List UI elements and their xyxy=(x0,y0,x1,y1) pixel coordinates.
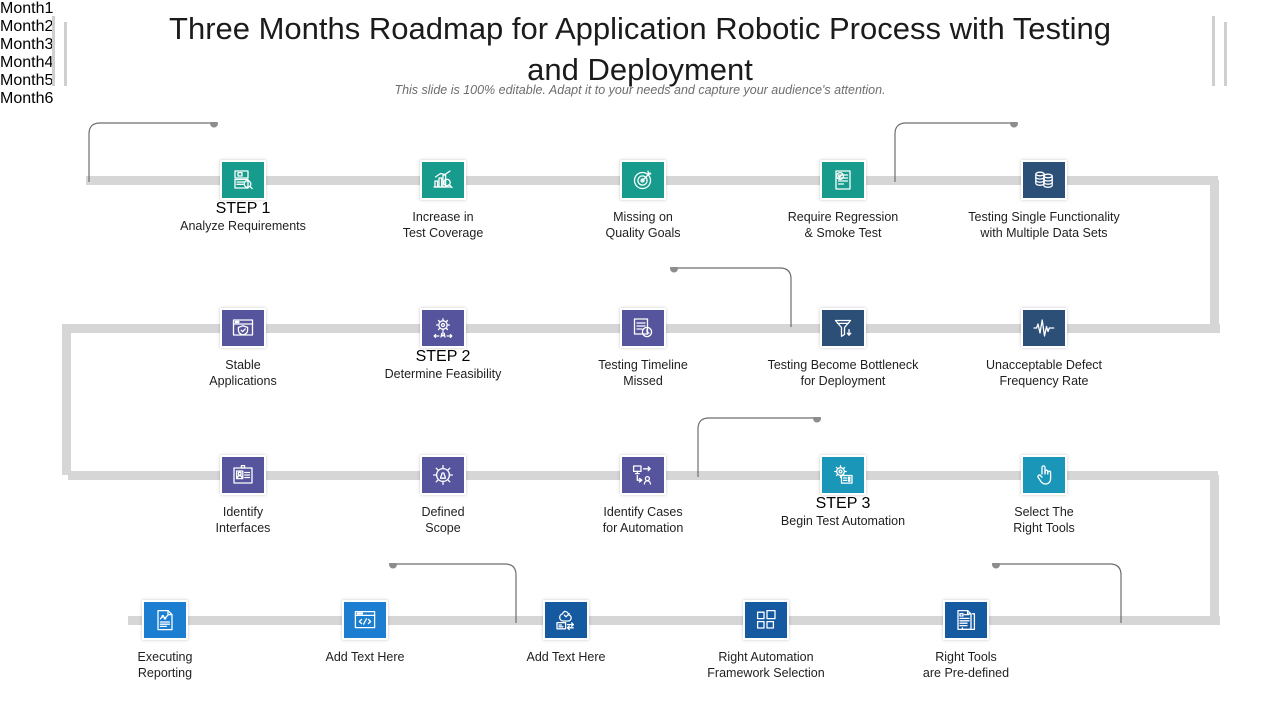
roadmap-node[interactable]: Testing Single Functionality with Multip… xyxy=(964,160,1124,241)
document-search-icon xyxy=(220,160,266,200)
roadmap-node[interactable]: STEP 1 Analyze Requirements xyxy=(163,160,323,234)
gear-people-icon xyxy=(420,308,466,348)
node-label: Begin Test Automation xyxy=(780,514,906,528)
timeline-clock-icon xyxy=(620,308,666,348)
roadmap-node[interactable]: Identify Cases for Automation xyxy=(563,455,723,536)
node-label: Defined Scope xyxy=(421,505,465,535)
node-label: Select The Right Tools xyxy=(1013,505,1075,535)
decor-bar-left-1 xyxy=(52,16,55,86)
roadmap-node[interactable]: Right Tools are Pre-defined xyxy=(886,600,1046,681)
decor-bar-right-2 xyxy=(1224,22,1227,86)
grid-blocks-icon xyxy=(743,600,789,640)
node-label: Executing Reporting xyxy=(137,650,193,680)
month-3[interactable] xyxy=(668,267,792,327)
browser-shield-icon xyxy=(220,308,266,348)
browser-code-icon xyxy=(342,600,388,640)
header: Three Months Roadmap for Application Rob… xyxy=(0,0,1280,104)
node-step-label: STEP 2 xyxy=(415,348,471,365)
roadmap-node[interactable]: STEP 3 Begin Test Automation xyxy=(763,455,923,529)
month-word: Month xyxy=(0,54,45,71)
bar-chart-magnifier-icon xyxy=(420,160,466,200)
decor-bar-right-1 xyxy=(1212,16,1215,86)
node-label: Increase in Test Coverage xyxy=(402,210,484,240)
month-1-text: Month1 xyxy=(0,0,1280,18)
waveform-icon xyxy=(1021,308,1067,348)
node-label: Analyze Requirements xyxy=(180,219,306,233)
target-icon xyxy=(620,160,666,200)
id-badge-icon xyxy=(220,455,266,495)
roadmap-node[interactable]: Right Automation Framework Selection xyxy=(686,600,846,681)
node-label: Missing on Quality Goals xyxy=(605,210,681,240)
node-label: Require Regression & Smoke Test xyxy=(787,210,899,240)
roadmap-node[interactable]: Identify Interfaces xyxy=(163,455,323,536)
month-word: Month xyxy=(0,18,45,35)
report-chart-icon xyxy=(142,600,188,640)
hand-pointer-icon xyxy=(1021,455,1067,495)
month-word: Month xyxy=(0,72,45,89)
page-subtitle: This slide is 100% editable. Adapt it to… xyxy=(394,83,886,97)
funnel-bottleneck-icon xyxy=(820,308,866,348)
month-3-text: Month3 xyxy=(0,36,1280,54)
crosshair-scope-icon xyxy=(420,455,466,495)
roadmap-node[interactable]: Increase in Test Coverage xyxy=(363,160,523,241)
track-connector-right-2 xyxy=(1210,475,1219,620)
month-number: 2 xyxy=(44,18,54,35)
test-document-icon xyxy=(820,160,866,200)
node-label: Right Automation Framework Selection xyxy=(707,650,825,680)
roadmap-node[interactable]: Testing Timeline Missed xyxy=(563,308,723,389)
node-label: Testing Single Functionality with Multip… xyxy=(968,210,1120,240)
node-label: Add Text Here xyxy=(526,650,606,664)
month-4-text: Month4 xyxy=(0,54,1280,72)
roadmap-node[interactable]: Defined Scope xyxy=(363,455,523,536)
month-number: 3 xyxy=(44,36,54,53)
roadmap-node[interactable]: Testing Become Bottleneck for Deployment xyxy=(763,308,923,389)
node-step-label: STEP 1 xyxy=(215,200,271,217)
roadmap-node[interactable]: Add Text Here xyxy=(486,600,646,665)
node-label: Add Text Here xyxy=(325,650,405,664)
node-label: Stable Applications xyxy=(209,358,277,388)
month-2-text: Month2 xyxy=(0,18,1280,36)
node-label: Testing Become Bottleneck for Deployment xyxy=(767,358,919,388)
page-title: Three Months Roadmap for Application Rob… xyxy=(169,11,1111,87)
workflow-user-icon xyxy=(620,455,666,495)
node-label: Identify Cases for Automation xyxy=(602,505,684,535)
roadmap-node[interactable]: Stable Applications xyxy=(163,308,323,389)
month-number: 4 xyxy=(44,54,54,71)
month-5-text: Month5 xyxy=(0,72,1280,90)
node-label: Right Tools are Pre-defined xyxy=(922,650,1010,680)
track-row-4 xyxy=(128,616,1220,625)
month-6-text: Month6 xyxy=(0,90,1280,108)
node-label: Identify Interfaces xyxy=(215,505,271,535)
roadmap-node[interactable]: Require Regression & Smoke Test xyxy=(763,160,923,241)
month-number: 1 xyxy=(44,0,54,17)
node-step-label: STEP 3 xyxy=(815,495,871,512)
node-label: Unacceptable Defect Frequency Rate xyxy=(985,358,1103,388)
month-2[interactable] xyxy=(894,122,1020,182)
month-word: Month xyxy=(0,0,45,17)
month-6[interactable] xyxy=(387,563,517,623)
roadmap-content: STEP 1 Analyze Requirements Increase in Te… xyxy=(0,0,1280,680)
month-number: 5 xyxy=(44,72,54,89)
node-label: Determine Feasibility xyxy=(384,367,502,381)
month-word: Month xyxy=(0,90,45,107)
decor-bar-left-2 xyxy=(64,22,67,86)
roadmap-node[interactable]: Missing on Quality Goals xyxy=(563,160,723,241)
roadmap-node[interactable]: Unacceptable Defect Frequency Rate xyxy=(964,308,1124,389)
month-1[interactable] xyxy=(88,122,220,182)
month-4[interactable] xyxy=(697,417,823,477)
roadmap-node[interactable]: STEP 2 Determine Feasibility xyxy=(363,308,523,382)
checklist-docs-icon xyxy=(943,600,989,640)
database-stack-icon xyxy=(1021,160,1067,200)
gear-settings-icon xyxy=(820,455,866,495)
month-word: Month xyxy=(0,36,45,53)
cloud-transfer-icon xyxy=(543,600,589,640)
track-connector-right-1 xyxy=(1210,180,1219,328)
month-5[interactable] xyxy=(990,563,1122,623)
roadmap-node[interactable]: Executing Reporting xyxy=(85,600,245,681)
roadmap-node[interactable]: Select The Right Tools xyxy=(964,455,1124,536)
month-number: 6 xyxy=(44,90,54,107)
track-connector-left-1 xyxy=(62,328,71,475)
roadmap-node[interactable]: Add Text Here xyxy=(285,600,445,665)
node-label: Testing Timeline Missed xyxy=(598,358,688,388)
